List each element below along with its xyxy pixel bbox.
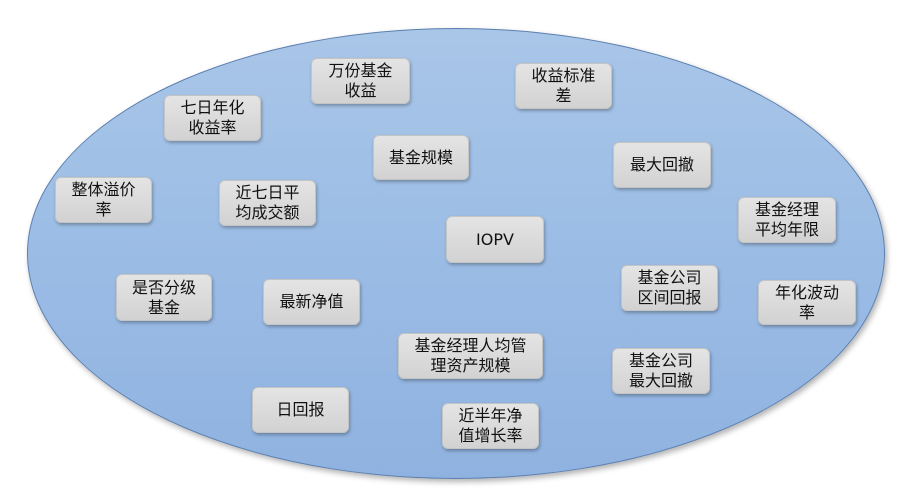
node-wanfen: 万份基金 收益 [311,58,410,104]
node-avg-volume: 近七日平 均成交额 [219,180,316,226]
node-co-range: 基金公司 区间回报 [621,265,718,311]
node-daily: 日回报 [252,387,349,433]
node-max-dd: 最大回撤 [613,142,711,188]
node-mgr-aum: 基金经理人均管 理资产规模 [398,333,543,379]
node-iopv: IOPV [446,216,544,263]
node-mgr-tenure: 基金经理 平均年限 [738,197,836,243]
node-nav: 最新净值 [263,279,360,325]
node-scale: 基金规模 [373,135,469,180]
node-half-year: 近半年净 值增长率 [442,403,539,449]
node-qiri-rate: 七日年化 收益率 [164,95,261,141]
node-graded: 是否分级 基金 [116,274,212,321]
node-shouyi-std: 收益标准 差 [515,63,612,109]
node-co-dd: 基金公司 最大回撤 [612,348,710,394]
node-volatility: 年化波动 率 [758,280,856,325]
node-premium: 整体溢价 率 [55,177,152,223]
